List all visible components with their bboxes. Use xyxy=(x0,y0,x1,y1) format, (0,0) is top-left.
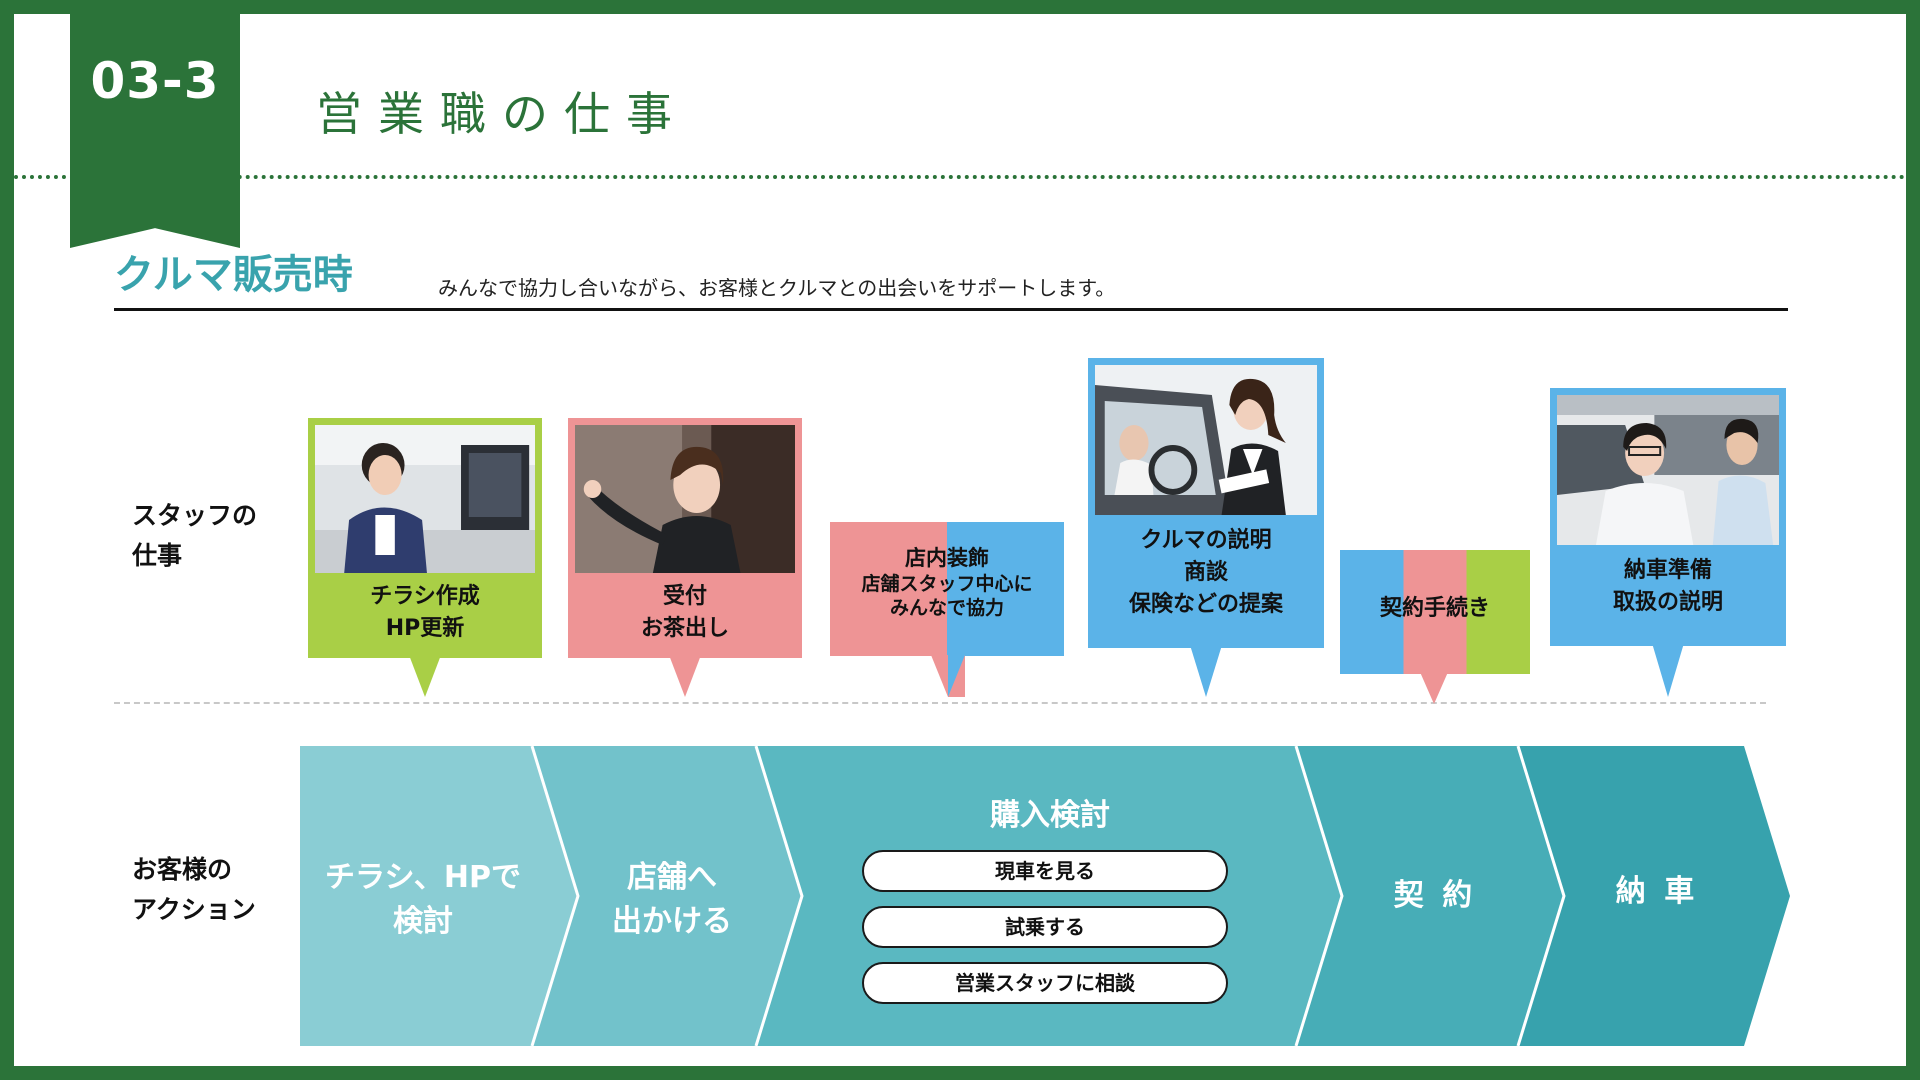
staff-card-contract: 契約手続き xyxy=(1340,550,1530,674)
step-label-contract: 契 約 xyxy=(1393,878,1477,913)
delivery-photo xyxy=(1557,395,1779,545)
staff-card-explanation: クルマの説明商談保険などの提案 xyxy=(1088,358,1324,648)
chevron-step-flyer xyxy=(300,746,578,1046)
header-dotted-divider xyxy=(14,175,1906,179)
card-pointer-right xyxy=(948,655,965,697)
section-title: クルマ販売時 xyxy=(114,252,353,298)
step-label-delivery: 納 車 xyxy=(1615,874,1699,909)
section-rule xyxy=(114,308,1788,311)
slide: 03-3 営業職の仕事 クルマ販売時 みんなで協力し合いながら、お客様とクルマと… xyxy=(14,14,1906,1066)
staff-card-delivery: 納車準備取扱の説明 xyxy=(1550,388,1786,646)
section-number: 03-3 xyxy=(90,52,220,110)
section-subtitle: みんなで協力し合いながら、お客様とクルマとの出会いをサポートします。 xyxy=(438,276,1116,300)
office-staff-on-phone-photo xyxy=(315,425,535,573)
staff-card-reception: 受付お茶出し xyxy=(568,418,802,658)
sub-step-test-drive: 試乗する xyxy=(862,906,1228,948)
sub-step-see-car: 現車を見る xyxy=(862,850,1228,892)
section-number-badge: 03-3 xyxy=(70,14,240,248)
sub-step-consult-staff: 営業スタッフに相談 xyxy=(862,962,1228,1004)
staff-card-text: 受付お茶出し xyxy=(640,584,729,641)
card-pointer xyxy=(669,655,701,697)
step-label-flyer: チラシ、HPで検討 xyxy=(325,860,521,939)
step-label-visit: 店舗へ出かける xyxy=(612,860,732,939)
staff-card-text: クルマの説明商談保険などの提案 xyxy=(1128,528,1283,617)
chevron-step-visit xyxy=(532,746,802,1046)
receptionist-photo xyxy=(575,425,795,573)
staff-row-label: スタッフの仕事 xyxy=(132,501,258,570)
customer-row-label: お客様のアクション xyxy=(132,855,256,924)
card-pointer xyxy=(1652,643,1684,697)
page-title: 営業職の仕事 xyxy=(316,87,688,141)
chevron-step-delivery xyxy=(1518,746,1790,1046)
staff-card-decoration: 店内装飾 店舗スタッフ中心に みんなで協力 xyxy=(830,522,1064,656)
car-explanation-photo xyxy=(1095,365,1317,515)
chevron-step-contract xyxy=(1296,746,1564,1046)
staff-card-text: 契約手続き xyxy=(1379,596,1490,621)
timeline-divider xyxy=(114,702,1766,704)
step-label-consider: 購入検討 xyxy=(990,798,1110,833)
card-pointer xyxy=(409,655,441,697)
card-pointer xyxy=(1420,672,1448,704)
staff-card-text: 店内装飾 店舗スタッフ中心に みんなで協力 xyxy=(861,546,1033,619)
card-pointer xyxy=(1190,645,1222,697)
staff-card-text: 納車準備取扱の説明 xyxy=(1612,558,1723,615)
